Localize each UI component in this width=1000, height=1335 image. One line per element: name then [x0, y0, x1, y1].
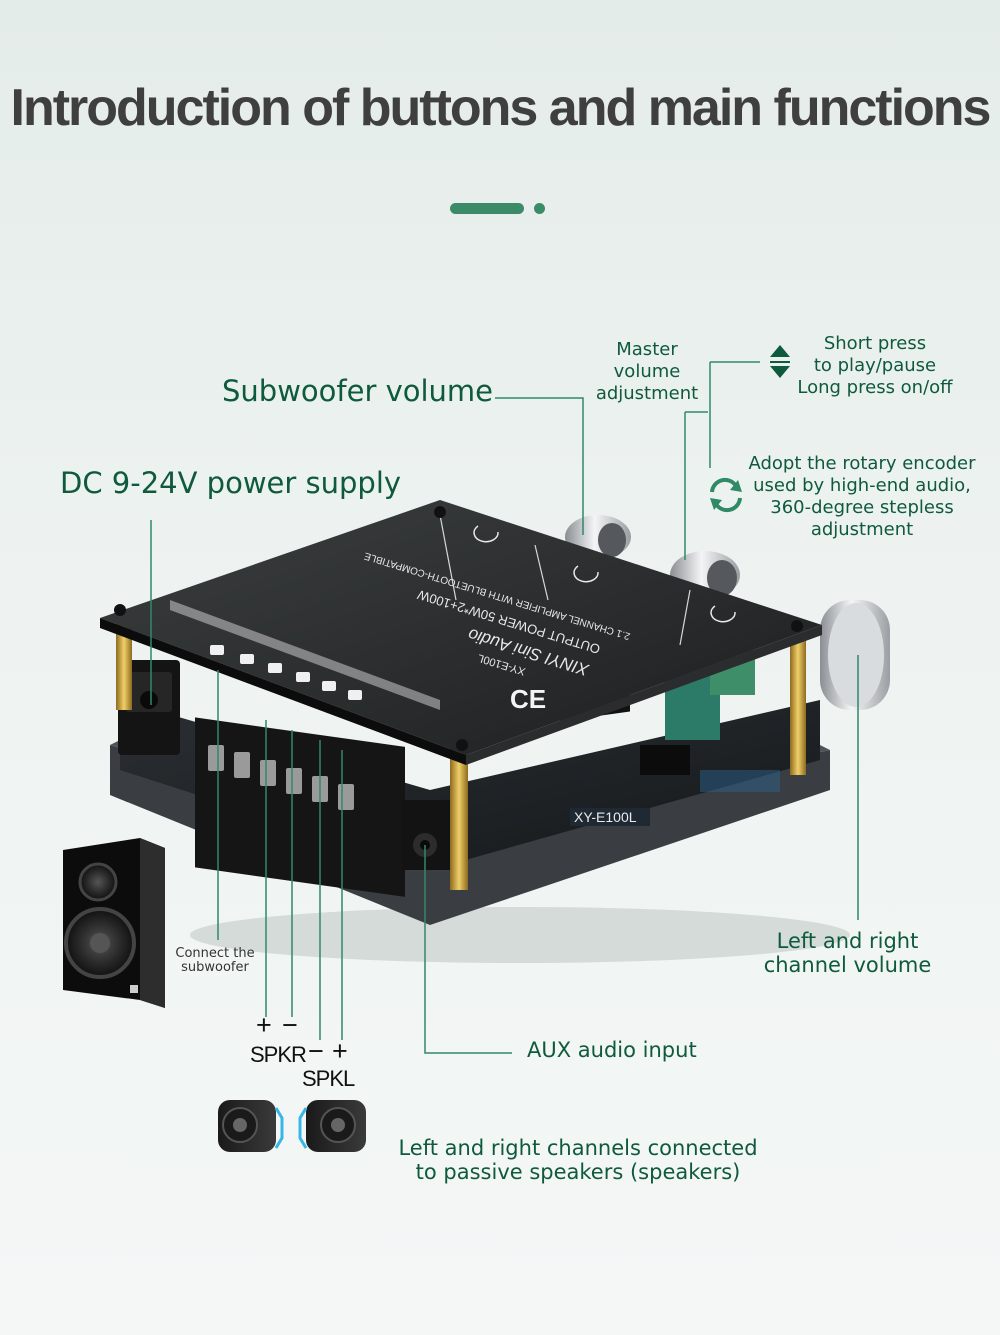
- aux-input-label: AUX audio input: [527, 1038, 697, 1062]
- dc-power-jack: [118, 660, 180, 755]
- right-speaker-icon: [298, 1100, 366, 1152]
- power-supply-label: DC 9-24V power supply: [60, 466, 402, 500]
- title-underline-dot: [534, 203, 545, 214]
- aux-jack: [402, 800, 450, 870]
- connect-subwoofer-label: Connect the subwoofer: [175, 946, 255, 975]
- short-press-label: Short press to play/pause Long press on/…: [797, 333, 953, 398]
- subwoofer-volume-label: Subwoofer volume: [222, 374, 494, 408]
- up-down-arrows-icon: [770, 345, 790, 378]
- spkl-plus-label: +: [332, 1036, 348, 1066]
- svg-text:CE: CE: [510, 684, 546, 714]
- spkr-minus-label: −: [282, 1010, 298, 1040]
- page-title: Introduction of buttons and main functio…: [10, 79, 992, 137]
- top-panel: XINYI Sini Audio OUTPUT POWER 50W*2+100W…: [100, 500, 822, 765]
- left-speaker-icon: [218, 1100, 284, 1152]
- spkl-label: SPKL: [302, 1066, 355, 1091]
- lr-channel-volume-label: Left and right channel volume: [763, 929, 932, 977]
- rotate-arrows-icon: [710, 477, 742, 513]
- screw-terminal-block: [195, 717, 405, 897]
- master-volume-label: Master volume adjustment: [595, 339, 699, 404]
- lr-speakers-label: Left and right channels connected to pas…: [398, 1136, 758, 1184]
- leader-lines: [150, 361, 859, 1054]
- subwoofer-speaker-icon: [63, 838, 165, 1008]
- rotary-encoder-label: Adopt the rotary encoder used by high-en…: [748, 453, 976, 540]
- svg-text:XY-E100L: XY-E100L: [574, 809, 637, 825]
- spkr-label: SPKR: [250, 1042, 307, 1067]
- spkl-minus-label: −: [308, 1036, 324, 1066]
- spkr-plus-label: +: [256, 1010, 272, 1040]
- title-underline-bar: [450, 203, 524, 214]
